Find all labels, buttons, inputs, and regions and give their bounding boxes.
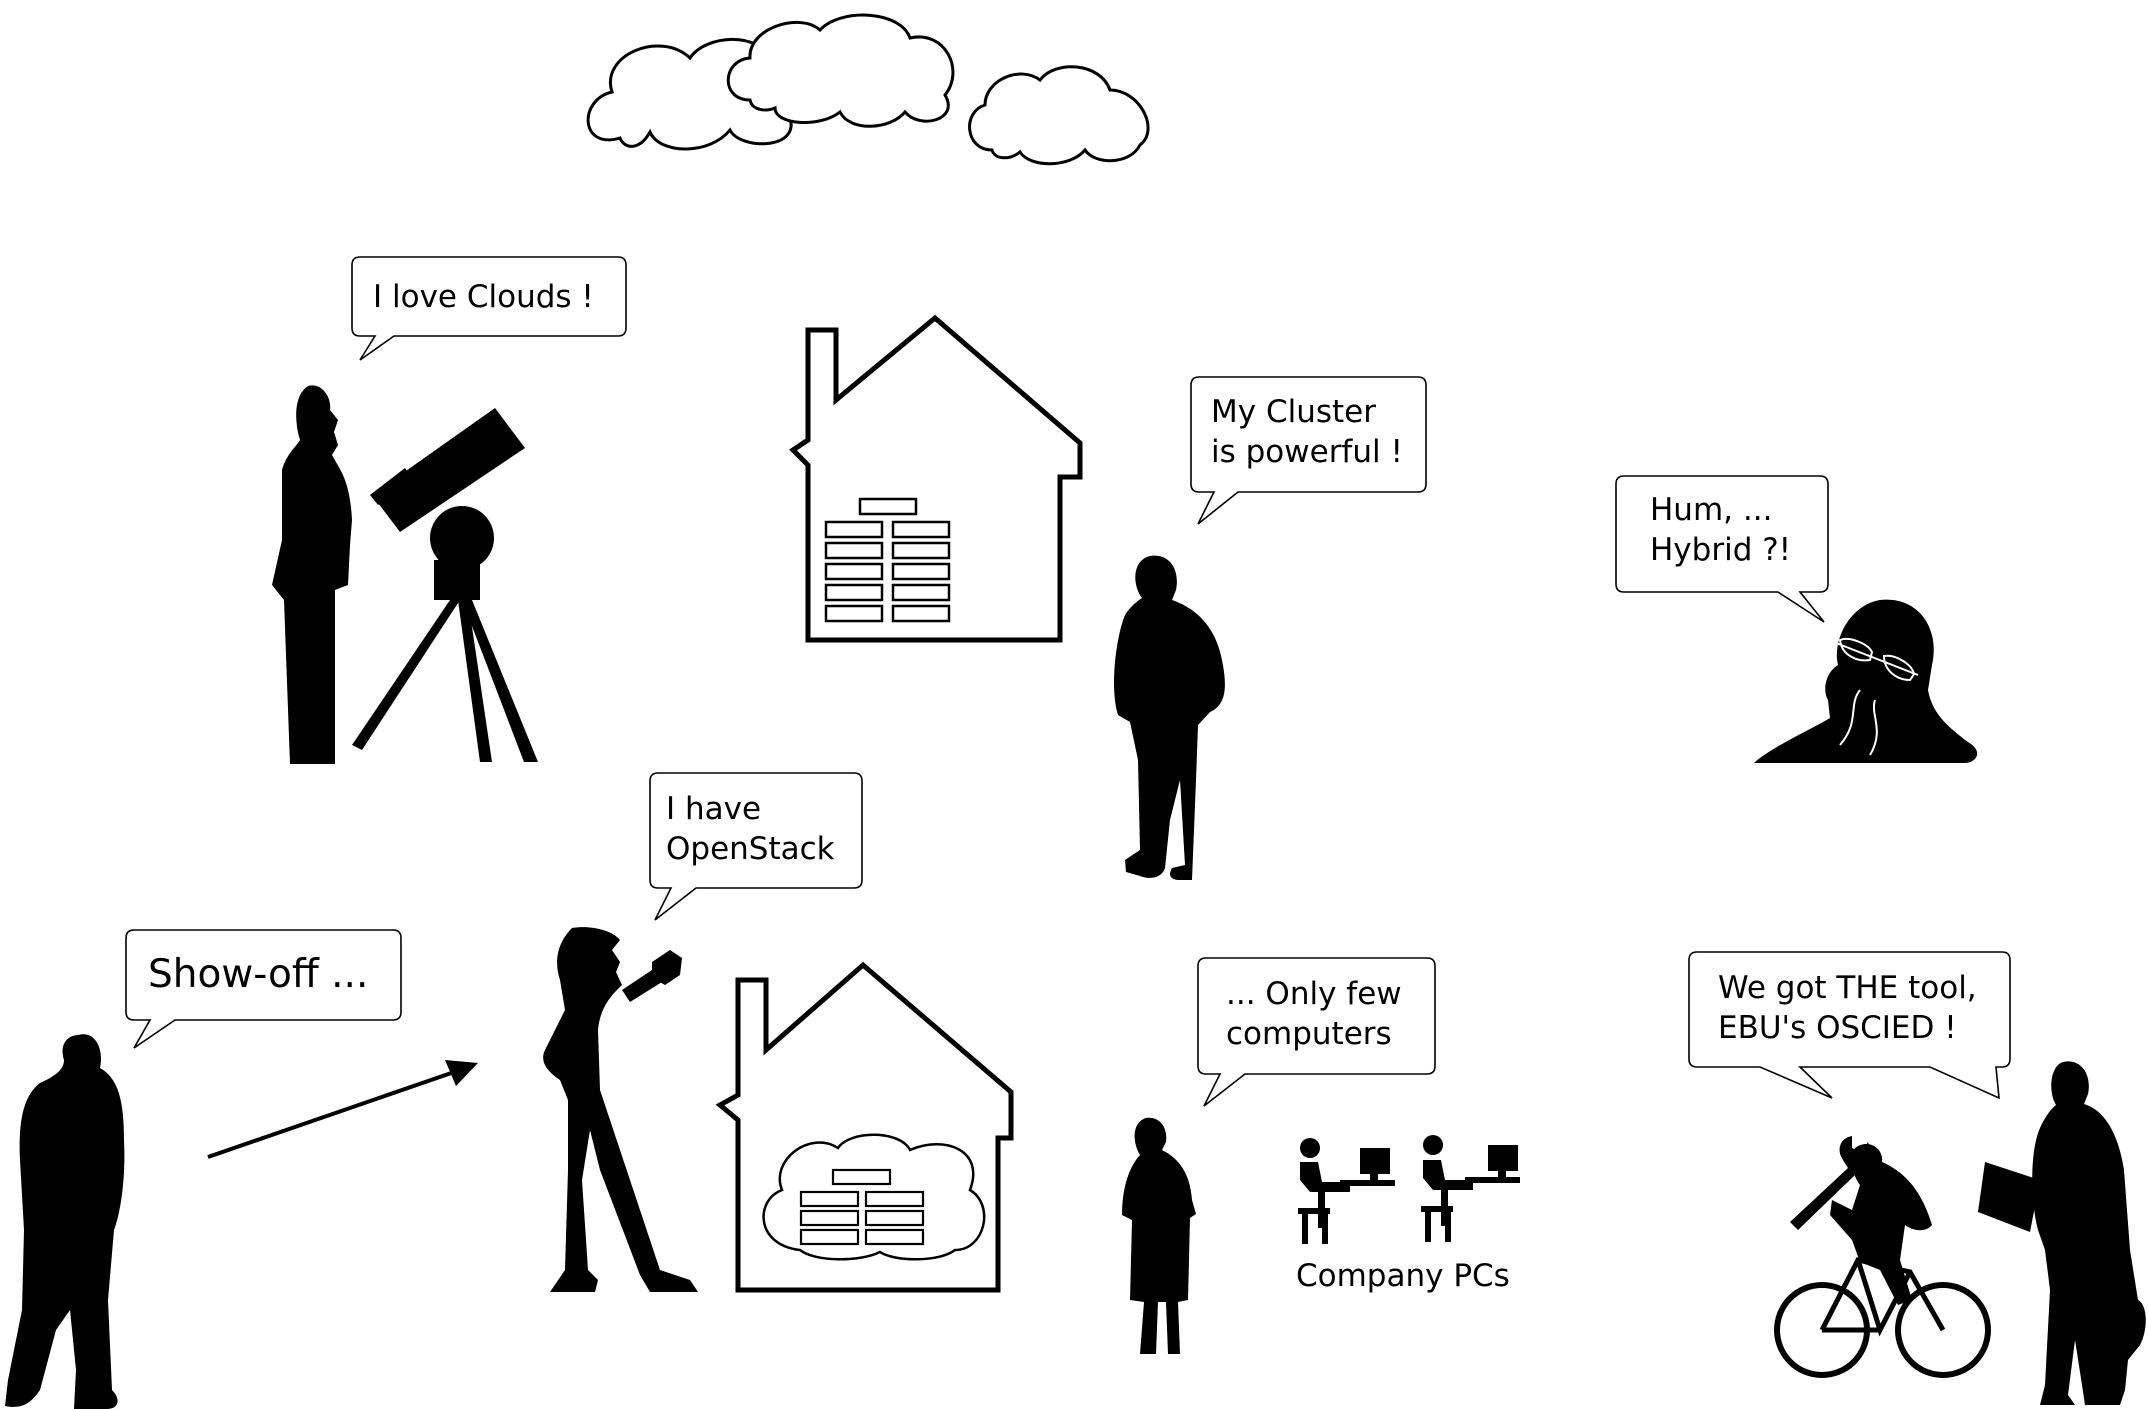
cloud-icon [726, 13, 955, 128]
bubble-cluster-line2: is powerful ! [1211, 434, 1403, 470]
bubble-cluster [1190, 376, 1427, 525]
openstack-man-silhouette [543, 927, 698, 1292]
bubble-clouds [351, 256, 627, 361]
bubble-few-computers [1197, 957, 1436, 1107]
bubble-showoff [125, 929, 402, 1049]
bubble-openstack-line2: OpenStack [666, 831, 835, 867]
few-computers-man-silhouette [1122, 1117, 1196, 1354]
cyclist-silhouette [1774, 1136, 1991, 1378]
bicycle-icon [1774, 1257, 1991, 1378]
thinker-silhouette [1754, 599, 1978, 763]
company-pcs-icon [1298, 1135, 1520, 1244]
house-outline-icon [789, 314, 1083, 643]
arrow-icon [207, 1060, 478, 1159]
businessman-silhouette [1978, 1061, 2146, 1405]
bubble-oscied [1688, 951, 2011, 1100]
workstation-icon [1298, 1138, 1395, 1244]
bubble-cluster-line1: My Cluster [1211, 394, 1376, 430]
cluster-man-silhouette [1114, 555, 1225, 880]
speech-bubbles [125, 256, 2011, 1107]
bubble-oscied-line2: EBU's OSCIED ! [1718, 1010, 1957, 1046]
bubble-showoff-text: Show-off ... [148, 952, 369, 997]
briefcase-icon [2110, 1305, 2140, 1345]
house-cluster [789, 314, 1083, 643]
bubble-clouds-text: I love Clouds ! [373, 279, 594, 315]
workstation-icon [1421, 1135, 1520, 1242]
bubble-oscied-line1: We got THE tool, [1718, 970, 1977, 1006]
rider-icon [1830, 1143, 1932, 1305]
company-pcs-label: Company PCs [1296, 1258, 1510, 1294]
bubble-hybrid-line1: Hum, ... [1650, 492, 1773, 528]
bubble-few-line2: computers [1226, 1016, 1392, 1052]
server-rack-icon [824, 497, 951, 623]
bubble-hybrid-line2: Hybrid ?! [1650, 532, 1792, 568]
cup-icon [652, 950, 682, 985]
bubble-few-line1: ... Only few [1226, 976, 1402, 1012]
astronomer-silhouette [272, 385, 538, 764]
cloud-icon [968, 65, 1150, 166]
server-rack-icon [799, 1168, 925, 1246]
papers-icon [1978, 1162, 2040, 1232]
sky-clouds [586, 13, 1150, 166]
showoff-man-silhouette [5, 1034, 125, 1409]
house-openstack [715, 961, 1014, 1293]
telescope-icon [352, 408, 538, 762]
bubble-openstack-line1: I have [666, 791, 762, 827]
bubble-openstack [649, 772, 863, 921]
glasses-icon [1835, 638, 1919, 682]
wrench-icon [1790, 1136, 1870, 1230]
bubble-hybrid [1615, 475, 1829, 623]
